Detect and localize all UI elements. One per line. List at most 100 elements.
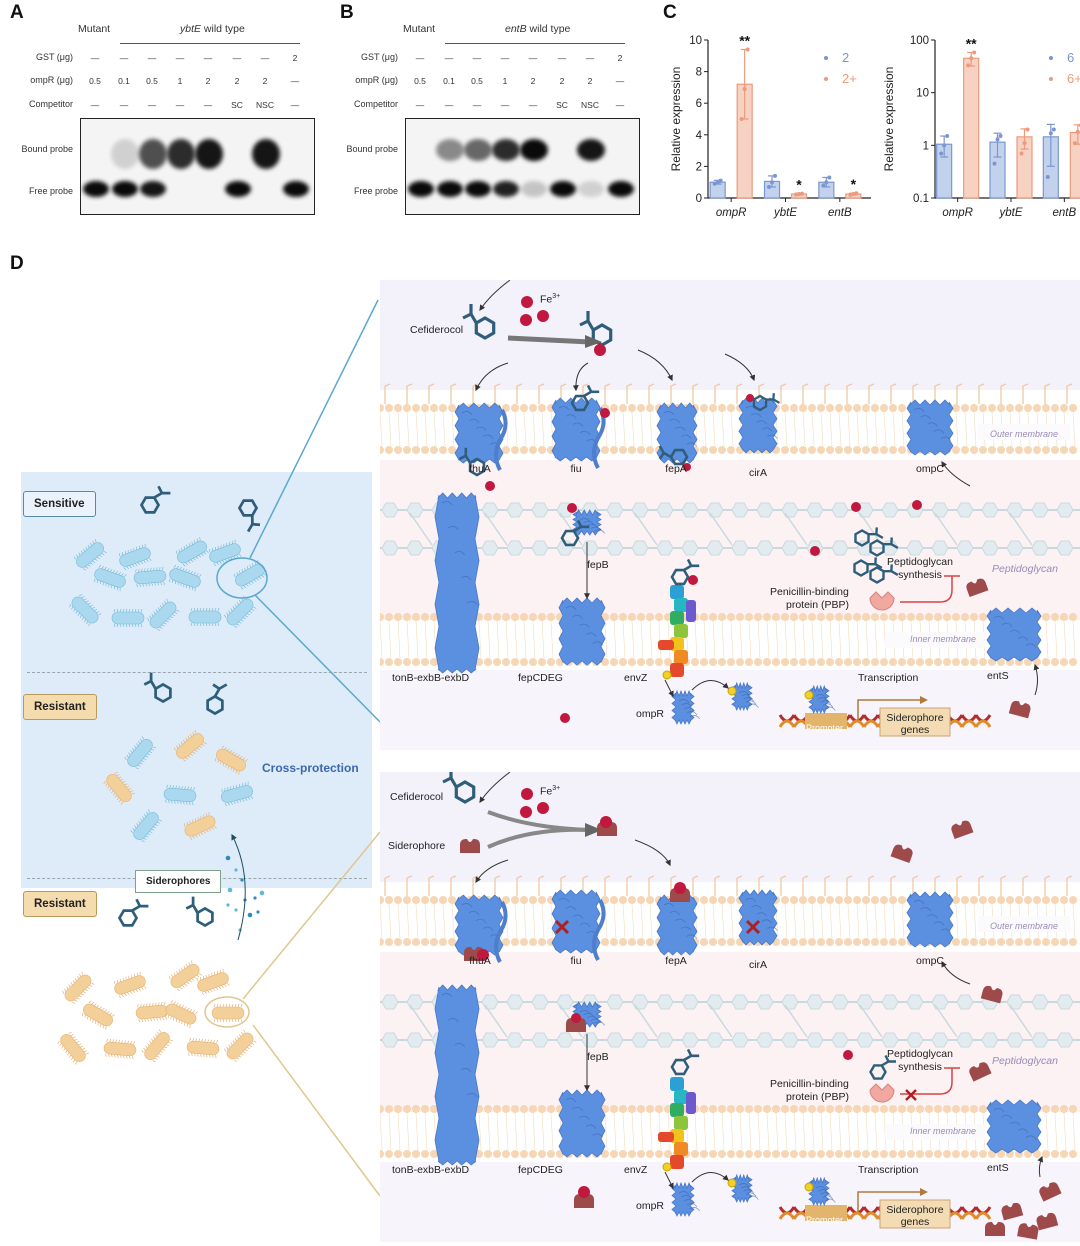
data-point <box>821 183 826 188</box>
cefiderocol-icon <box>853 557 883 577</box>
cefiderocol-icon <box>143 672 172 704</box>
data-point <box>854 191 859 196</box>
zoom-line <box>242 831 381 1000</box>
panel-a-letter: A <box>10 2 24 23</box>
data-point <box>794 192 798 197</box>
peptidoglycan-label: Peptidoglycan <box>992 1055 1058 1067</box>
ompC-export-arrow <box>941 460 971 487</box>
pg-synthesis-label-2: synthesis <box>898 569 942 581</box>
transcription-arrow <box>857 1191 920 1212</box>
cefiderocol-icon <box>185 896 214 928</box>
peptidoglycan-label: Peptidoglycan <box>992 563 1058 575</box>
promoter-label: Promoter <box>806 1215 844 1225</box>
data-point <box>745 47 750 52</box>
pbp-label: Penicillin-binding <box>770 1078 849 1090</box>
free-band <box>521 181 547 197</box>
entS-protein <box>986 1099 1042 1154</box>
panel-b-letter: B <box>340 2 354 23</box>
mutant-header: Mutant <box>403 23 436 35</box>
ompC-protein <box>906 891 954 948</box>
y-tick-label: 8 <box>696 67 702 79</box>
entS-export-arrow <box>1037 1155 1044 1178</box>
cross-protection-label: Cross-protection <box>262 761 359 775</box>
header-suffix: wild type <box>526 23 571 35</box>
transcription-label: Transcription <box>858 672 919 684</box>
bound-band <box>252 139 280 169</box>
cell-gst: — <box>232 53 242 63</box>
wild-type-header: entB wild type <box>505 23 570 35</box>
ompR-activation-arrow <box>691 1172 729 1183</box>
cell-competitor: — <box>444 100 454 110</box>
siderophore-icon <box>460 839 480 853</box>
fhuA-protein <box>454 894 504 956</box>
bacterium-icon <box>133 566 167 588</box>
legend-marker <box>1049 56 1053 60</box>
free-band <box>465 181 491 197</box>
y-tick-label: 100 <box>910 35 929 47</box>
bacterium-icon <box>57 1031 90 1065</box>
iron-ion-icon <box>537 802 549 814</box>
pbp-label: Penicillin-binding <box>770 586 849 598</box>
siderophore-icon <box>1008 700 1031 719</box>
protein-label-ompC: ompC <box>915 463 945 475</box>
x-tick-label: ompR <box>942 207 973 219</box>
uptake-arrow <box>572 362 589 392</box>
cirA-protein <box>738 889 778 946</box>
significance-marker: ** <box>739 32 750 48</box>
siderophore-genes-label-2: genes <box>900 724 930 736</box>
iron-ion-icon <box>571 1013 581 1023</box>
free-band <box>225 181 251 197</box>
iron-ion-icon <box>674 882 686 894</box>
significance-marker: * <box>851 176 857 192</box>
data-point <box>1075 129 1080 134</box>
resistant-label-1: Resistant <box>23 694 97 720</box>
iron-ion-icon <box>537 310 549 322</box>
pbp-icon <box>869 1083 895 1103</box>
phosphate-icon <box>804 690 814 700</box>
siderophore-icon <box>1017 1223 1039 1240</box>
iron-ion-icon <box>578 1186 590 1198</box>
row-label-gst: GST (μg) <box>35 52 73 62</box>
bacterium-icon <box>141 1029 174 1063</box>
bound-band <box>139 139 167 169</box>
cell-competitor: NSC <box>256 100 274 110</box>
iron-ion-icon <box>485 481 495 491</box>
bacterium-icon <box>94 564 127 592</box>
data-point <box>966 63 971 68</box>
siderophore-icon <box>1036 1212 1059 1231</box>
panel-c-letter: C <box>663 2 677 23</box>
cell-ompr: 2 <box>262 76 268 86</box>
data-point <box>827 175 832 180</box>
bound-band <box>167 139 195 169</box>
cell-ompr: 0.5 <box>89 76 101 86</box>
cefiderocol-icon <box>458 447 486 477</box>
siderophore-icon <box>985 1222 1005 1236</box>
protein-label-fiu: fiu <box>570 463 582 475</box>
population-illustration <box>57 299 381 1197</box>
row-label-ompr: ompR (μg) <box>30 75 73 85</box>
inhibition-line <box>900 1068 953 1095</box>
x-tick-label: entB <box>828 207 852 219</box>
data-point <box>824 180 829 185</box>
siderophore-icon <box>670 888 690 902</box>
phosphate-icon <box>727 1178 737 1188</box>
transcription-arrow <box>857 699 920 720</box>
fe-text: Fe <box>540 293 553 306</box>
cefiderocol-label: Cefiderocol <box>410 324 464 336</box>
iron-ion-icon <box>843 1050 853 1060</box>
resistant-label-2: Resistant <box>23 891 97 917</box>
cefiderocol-icon <box>560 519 590 547</box>
data-point <box>992 161 997 166</box>
data-point <box>742 86 747 91</box>
siderophore-genes-label-2: genes <box>900 1216 930 1228</box>
cell-ompr: 1 <box>502 76 508 86</box>
siderophore-dot <box>240 878 244 882</box>
iron-ion-icon <box>746 394 754 402</box>
data-point <box>942 143 947 148</box>
data-point <box>1048 131 1053 136</box>
cirA-protein <box>738 397 778 454</box>
peptidoglycan-layer <box>380 994 1080 1048</box>
legend-marker <box>824 56 828 60</box>
pg-synthesis-label-2: synthesis <box>898 1061 942 1073</box>
y-tick-label: 10 <box>916 88 929 100</box>
